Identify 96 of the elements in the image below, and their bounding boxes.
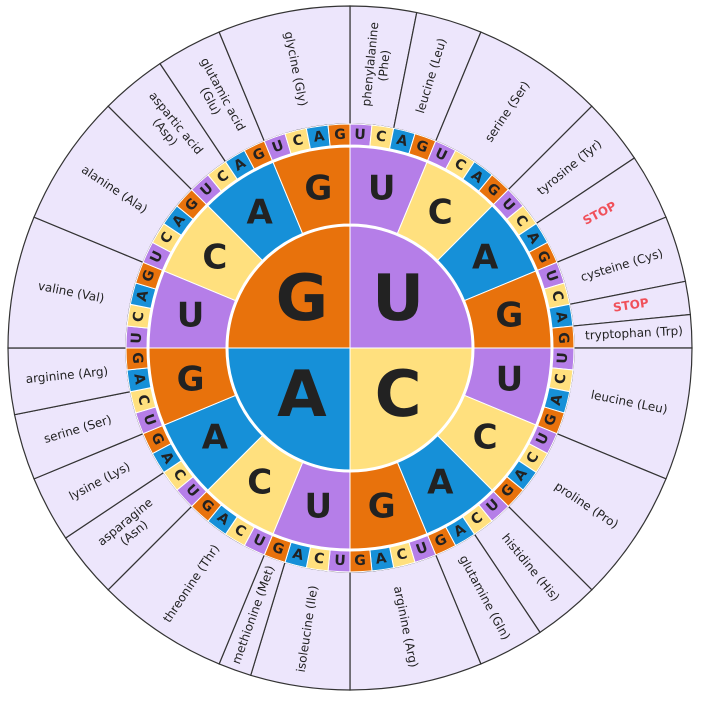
nucleotide-letter: U xyxy=(139,412,158,428)
nucleotide-letter: A xyxy=(427,464,454,503)
nucleotide-wedge xyxy=(126,348,148,370)
amino-acid-label: glycine (Gly) xyxy=(280,30,311,110)
nucleotide-letter: G xyxy=(139,268,158,284)
nucleotide-letter: U xyxy=(250,531,268,551)
nucleotide-wedge xyxy=(328,550,350,572)
nucleotide-letter: G xyxy=(368,488,396,527)
nucleotide-letter: A xyxy=(168,212,188,230)
nucleotide-letter: A xyxy=(548,392,566,408)
nucleotide-letter: C xyxy=(468,510,486,529)
nucleotide-wedge xyxy=(350,348,472,470)
nucleotide-wedge xyxy=(328,124,350,146)
nucleotide-letter: A xyxy=(134,288,152,304)
nucleotide-letter: U xyxy=(333,552,346,570)
nucleotide-letter: C xyxy=(134,392,152,407)
nucleotide-letter: A xyxy=(290,546,306,564)
nucleotide-letter: A xyxy=(523,229,543,248)
nucleotide-letter: A xyxy=(202,418,228,458)
nucleotide-letter: G xyxy=(495,296,524,336)
nucleotide-letter: C xyxy=(451,155,468,174)
nucleotide-letter: A xyxy=(312,128,326,146)
nucleotide-letter: A xyxy=(214,510,232,530)
nucleotide-letter: G xyxy=(554,331,572,344)
nucleotide-letter: A xyxy=(468,166,486,186)
amino-acid-label: arginine (Arg) xyxy=(390,583,422,670)
amino-acid-sector xyxy=(572,314,693,349)
nucleotide-letter: G xyxy=(304,169,332,208)
nucleotide-wedge xyxy=(350,550,372,572)
nucleotide-letter: C xyxy=(312,550,325,568)
stop-label: STOP xyxy=(612,296,650,316)
nucleotide-letter: G xyxy=(250,145,268,165)
nucleotide-letter: U xyxy=(554,352,572,365)
nucleotide-letter: U xyxy=(176,296,204,336)
nucleotide-letter: G xyxy=(270,540,286,559)
nucleotide-letter: C xyxy=(375,128,388,146)
nucleotide-letter: C xyxy=(428,193,453,232)
amino-acid-label: isoleucine (Ile) xyxy=(295,584,322,674)
nucleotide-letter: U xyxy=(542,268,560,284)
nucleotide-letter: A xyxy=(374,550,388,568)
nucleotide-letter: G xyxy=(333,126,346,144)
nucleotide-letter: G xyxy=(128,352,146,365)
nucleotide-letter: U xyxy=(496,360,524,400)
nucleotide-letter: A xyxy=(157,448,177,467)
nucleotide-letter: U xyxy=(147,248,167,266)
nucleotide-wedge xyxy=(552,348,574,370)
nucleotide-letter: C xyxy=(512,212,531,230)
nucleotide-letter: G xyxy=(432,531,450,551)
nucleotide-letter: U xyxy=(414,540,430,558)
nucleotide-letter: C xyxy=(168,466,188,484)
nucleotide-letter: U xyxy=(368,169,396,208)
nucleotide-letter: C xyxy=(214,166,232,186)
nucleotide-wedge xyxy=(552,326,574,348)
nucleotide-letter: G xyxy=(147,430,167,448)
amino-acid-label: serine (Ser) xyxy=(41,412,114,448)
nucleotide-letter: C xyxy=(202,238,228,278)
nucleotide-letter: A xyxy=(552,310,570,324)
nucleotide-wedge xyxy=(126,326,148,348)
nucleotide-letter: G xyxy=(176,360,205,400)
amino-acid-label: arginine (Arg) xyxy=(24,364,110,388)
nucleotide-letter: C xyxy=(157,230,176,247)
nucleotide-letter: C xyxy=(394,546,409,564)
nucleotide-letter: A xyxy=(231,155,250,175)
nucleotide-letter: A xyxy=(277,359,327,433)
nucleotide-letter: U xyxy=(432,145,450,165)
nucleotide-letter: U xyxy=(128,331,146,344)
nucleotide-letter: C xyxy=(524,449,543,466)
amino-acid-label: leucine (Leu) xyxy=(588,387,670,419)
amino-acid-label: valine (Val) xyxy=(36,277,107,308)
amino-acid-label: tryptophan (Trp) xyxy=(584,324,683,344)
nucleotide-letter: A xyxy=(246,193,273,232)
nucleotide-letter: C xyxy=(374,359,422,433)
nucleotide-letter: G xyxy=(542,412,561,428)
nucleotide-letter: A xyxy=(512,466,532,484)
nucleotide-letter: U xyxy=(270,137,286,156)
nucleotide-letter: G xyxy=(276,263,328,337)
nucleotide-letter: C xyxy=(130,310,148,323)
nucleotide-letter: U xyxy=(354,126,367,144)
nucleotide-letter: C xyxy=(552,373,570,386)
nucleotide-letter: U xyxy=(304,488,332,527)
nucleotide-letter: C xyxy=(472,418,498,458)
nucleotide-letter: A xyxy=(450,521,469,541)
nucleotide-letter: C xyxy=(232,522,249,541)
nucleotide-letter: G xyxy=(414,137,430,156)
amino-acid-sector xyxy=(7,347,131,416)
nucleotide-letter: C xyxy=(247,464,272,503)
nucleotide-letter: A xyxy=(394,132,410,150)
nucleotide-letter: C xyxy=(548,289,566,304)
nucleotide-letter: U xyxy=(372,263,424,337)
nucleotide-letter: U xyxy=(533,430,553,448)
nucleotide-letter: G xyxy=(533,248,553,266)
nucleotide-letter: A xyxy=(472,238,498,278)
nucleotide-letter: C xyxy=(291,132,306,150)
amino-acid-label: phenylalanine (Phe) xyxy=(359,20,394,110)
nucleotide-letter: G xyxy=(354,552,367,570)
nucleotide-letter: A xyxy=(130,372,148,386)
